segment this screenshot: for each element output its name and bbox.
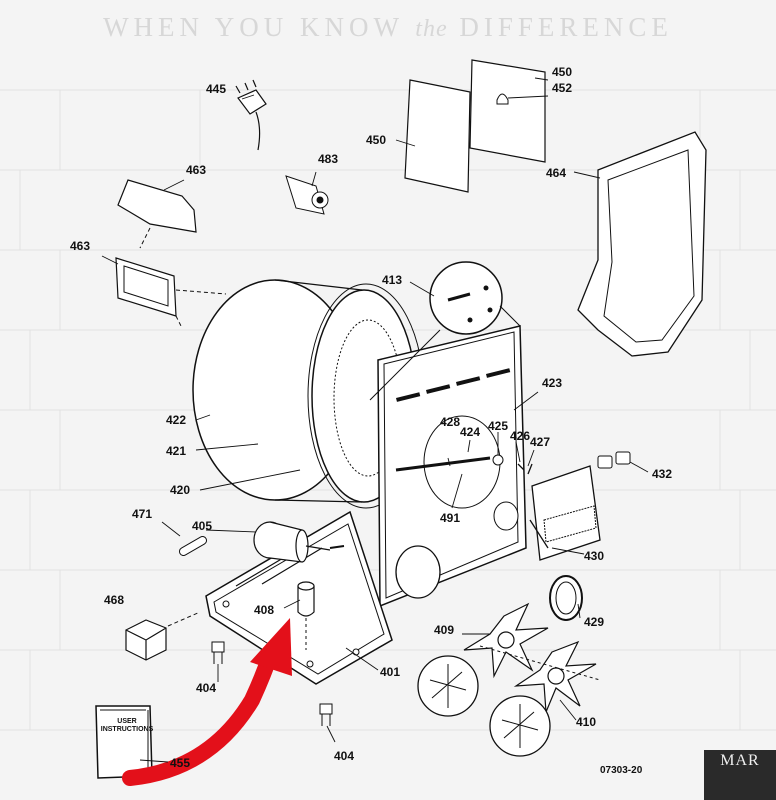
callout-445: 445: [206, 82, 226, 96]
callout-420: 420: [170, 483, 190, 497]
mounting-screws-icon: [467, 285, 493, 323]
terminal-block-icon: [496, 93, 509, 105]
callout-450-left: 450: [366, 133, 386, 147]
red-arrow-head: [250, 618, 292, 676]
red-callout-arrow: [122, 642, 280, 786]
wire-harness-connector-icon: [285, 175, 329, 215]
banner-tagline: WHEN YOU KNOW the DIFFERENCE: [103, 12, 673, 42]
callout-421: 421: [166, 444, 186, 458]
brand-logo: MAR: [704, 750, 776, 800]
callout-428: 428: [440, 415, 460, 429]
manual-label: USER INSTRUCTIONS: [98, 706, 156, 778]
exhaust-vent-hood: [117, 179, 197, 233]
callout-427: 427: [530, 435, 550, 449]
callout-405: 405: [192, 519, 212, 533]
callout-468: 468: [104, 593, 124, 607]
callout-404-rear: 404: [334, 749, 354, 763]
callout-408: 408: [254, 603, 274, 617]
callout-450-top: 450: [552, 65, 572, 79]
terminal-cover-panel: [469, 59, 546, 163]
leveling-foot-icon: [211, 641, 225, 664]
callout-491: 491: [440, 511, 460, 525]
power-cord-plug-icon: [235, 79, 267, 151]
blower-housing-cover: [577, 131, 707, 357]
diagram-code: 07303-20: [600, 765, 643, 776]
callout-425: 425: [488, 419, 508, 433]
idler-bracket: [395, 456, 491, 472]
callout-426: 426: [510, 429, 530, 443]
leader-lines: [101, 77, 649, 763]
callout-471: 471: [132, 507, 152, 521]
blower-impeller-icon: [463, 602, 549, 679]
manual-label-line-1: USER: [117, 718, 137, 725]
drive-motor-icon: [253, 521, 331, 563]
vent-slots: [396, 368, 511, 402]
rear-support-roller: [297, 581, 315, 617]
blower-impeller-front-icon: [513, 640, 597, 713]
callout-410: 410: [576, 715, 596, 729]
blower-opening: [395, 545, 441, 599]
callout-463-left: 463: [70, 239, 90, 253]
callout-404-front: 404: [196, 681, 216, 695]
callout-432: 432: [652, 467, 672, 481]
callout-483: 483: [318, 152, 338, 166]
callout-409: 409: [434, 623, 454, 637]
blower-seal-ring: [549, 575, 583, 621]
callout-455: 455: [170, 756, 190, 770]
heating-element-coil: [543, 505, 597, 543]
assembly-guide-dashes: [139, 227, 227, 329]
callout-424: 424: [460, 425, 480, 439]
rear-access-panel: [404, 79, 471, 193]
callout-429: 429: [584, 615, 604, 629]
callout-452: 452: [552, 81, 572, 95]
manual-label-line-2: INSTRUCTIONS: [100, 726, 154, 733]
bearing-detail-inset: [429, 261, 503, 335]
callout-422: 422: [166, 413, 186, 427]
callout-464: 464: [546, 166, 566, 180]
callout-423: 423: [542, 376, 562, 390]
callout-401: 401: [380, 665, 400, 679]
callout-463-top: 463: [186, 163, 206, 177]
timer-knob-icon: [125, 619, 167, 661]
leveling-foot-rear-icon: [319, 703, 333, 726]
callout-430: 430: [584, 549, 604, 563]
thermostat-switch-icon: [597, 451, 631, 469]
callout-413: 413: [382, 273, 402, 287]
heater-housing: [531, 465, 601, 561]
drum-support-pad: [178, 536, 208, 556]
